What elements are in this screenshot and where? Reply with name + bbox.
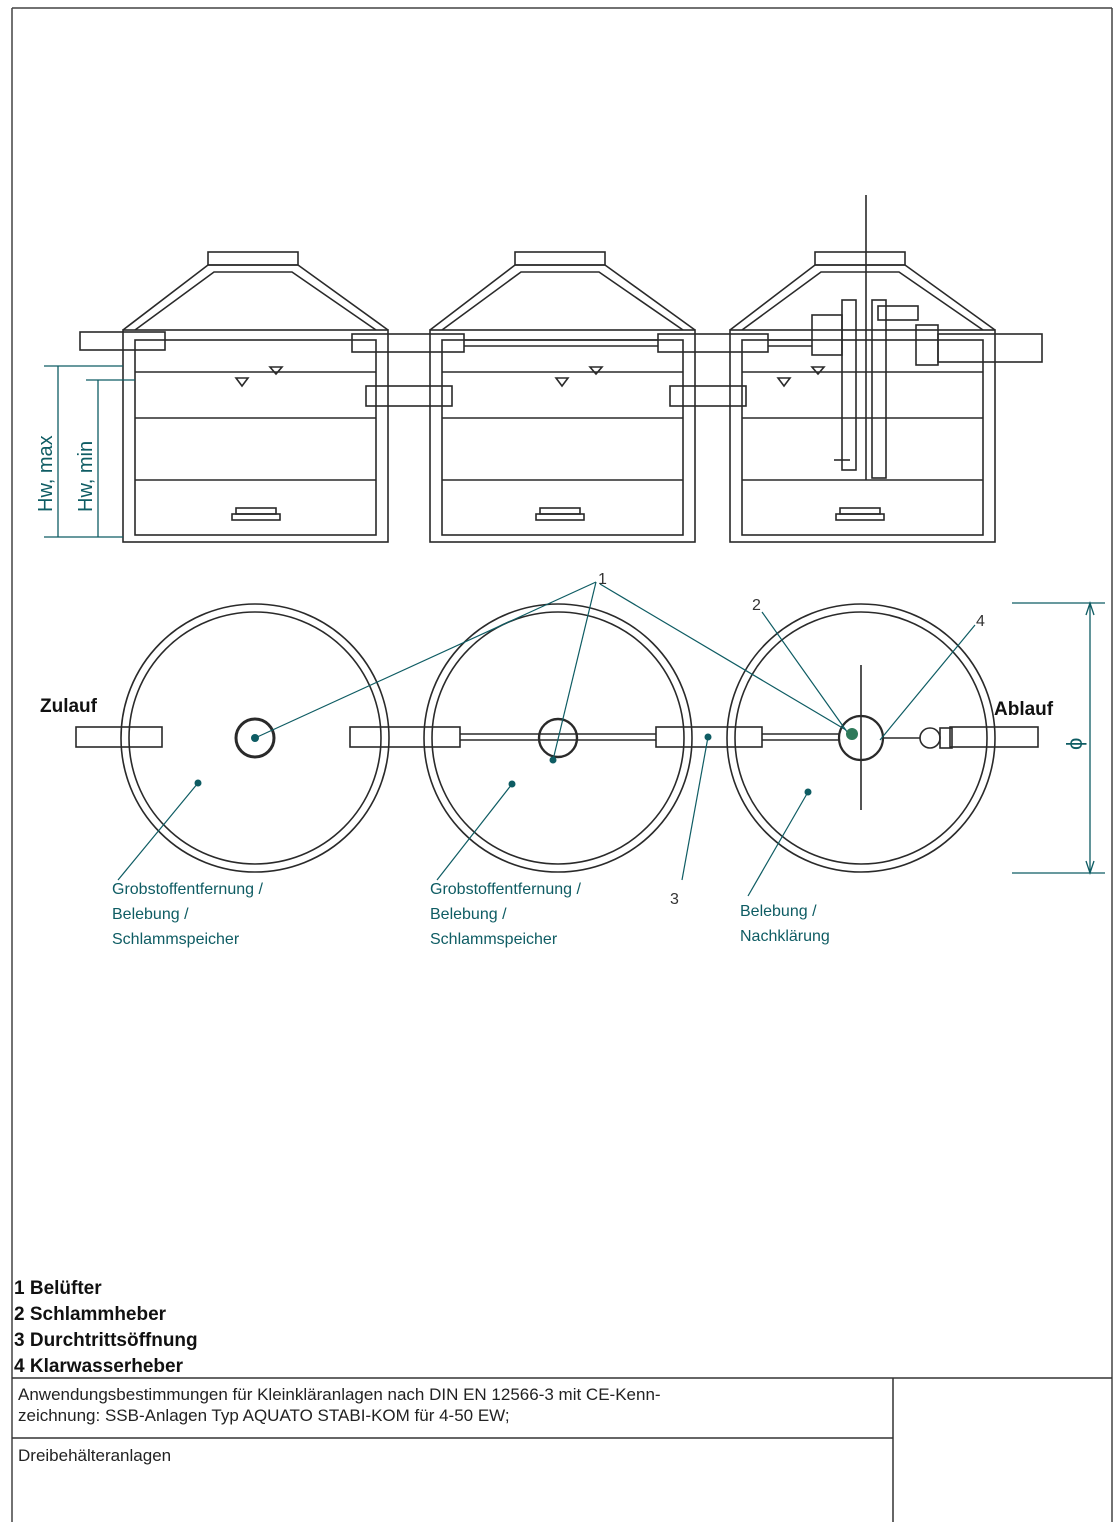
title-block-main: Anwendungsbestimmungen für Kleinkläranla… — [18, 1384, 878, 1426]
tank-3-side — [729, 195, 996, 543]
inlet-pipe-side — [79, 331, 166, 351]
drawing-frame — [11, 7, 1113, 1522]
legend-item-2: 2 Schlammheber — [14, 1304, 167, 1325]
chamber-2-line1: Grobstoffentfernung / — [430, 881, 581, 898]
callout-1: 1 — [598, 571, 607, 588]
outlet-label: Ablauf — [994, 699, 1054, 720]
title-block-frame — [12, 1377, 1112, 1522]
callout-leaders — [117, 581, 976, 897]
hw-max-label: Hw, max — [35, 435, 57, 512]
legend-item-4: 4 Klarwasserheber — [14, 1356, 183, 1377]
diameter-label: ϕ — [1062, 738, 1087, 750]
passage-opening-1-side — [365, 385, 453, 407]
tank-3-top — [726, 603, 996, 873]
callout-3: 3 — [670, 891, 679, 908]
outlet-pipe-side — [937, 333, 1043, 363]
chamber-2-line2: Belebung / — [430, 906, 507, 923]
chamber-1-line1: Grobstoffentfernung / — [112, 881, 263, 898]
side-view — [44, 195, 1043, 543]
hw-min-label: Hw, min — [75, 441, 97, 512]
legend: 1 Belüfter 2 Schlammheber 3 Durchtrittsö… — [14, 1276, 198, 1380]
connector-pipe-1-side — [351, 333, 465, 353]
callout-4: 4 — [976, 613, 985, 630]
chamber-1-line2: Belebung / — [112, 906, 189, 923]
outlet-pipe-top — [949, 726, 1039, 748]
chamber-2-label: Grobstoffentfernung / Belebung / Schlamm… — [430, 881, 581, 948]
chamber-3-line2: Nachklärung — [740, 928, 830, 945]
top-view — [75, 581, 1105, 897]
title-block-line2: zeichnung: SSB-Anlagen Typ AQUATO STABI-… — [18, 1406, 510, 1425]
legend-item-1: 1 Belüfter — [14, 1278, 102, 1299]
legend-item-3: 3 Durchtrittsöffnung — [14, 1330, 198, 1351]
tank-1-top — [120, 603, 390, 873]
chamber-1-line3: Schlammspeicher — [112, 931, 240, 948]
connector-2-top — [655, 726, 763, 748]
tank-1-side — [122, 251, 389, 543]
chamber-3-label: Belebung / Nachklärung — [740, 903, 830, 945]
tank-2-top — [423, 603, 693, 873]
connector-1-top — [349, 726, 461, 748]
passage-opening-2-side — [669, 385, 747, 407]
title-block-sub: Dreibehälteranlagen — [18, 1446, 172, 1465]
chamber-3-line1: Belebung / — [740, 903, 817, 920]
connector-pipe-2-side — [657, 333, 769, 353]
markers — [194, 728, 858, 796]
callout-2: 2 — [752, 597, 761, 614]
title-block-line1: Anwendungsbestimmungen für Kleinkläranla… — [18, 1385, 661, 1404]
inlet-pipe-top — [75, 726, 163, 748]
diameter-dimension — [1012, 600, 1105, 876]
chamber-1-label: Grobstoffentfernung / Belebung / Schlamm… — [112, 881, 263, 948]
inlet-label: Zulauf — [40, 696, 98, 717]
water-level-dimension — [44, 365, 135, 538]
chamber-2-line3: Schlammspeicher — [430, 931, 558, 948]
tank-2-side — [429, 251, 696, 543]
